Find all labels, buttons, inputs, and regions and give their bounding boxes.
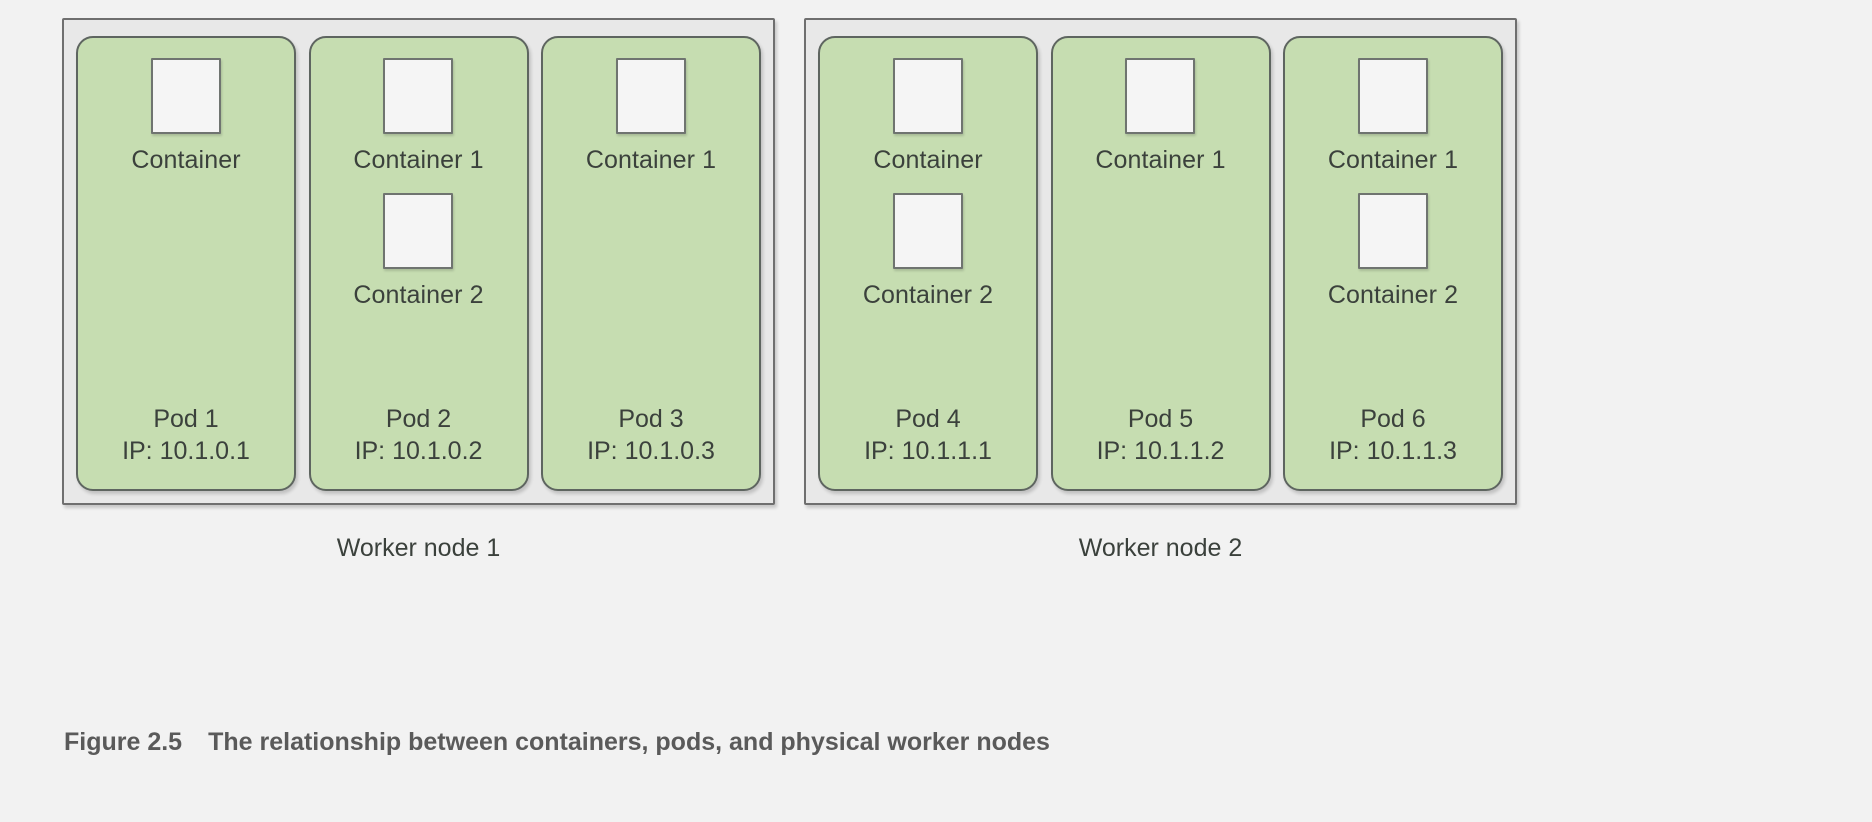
container-slot-2: Container 2 <box>1328 193 1458 310</box>
container-slot-1: Container <box>131 58 241 175</box>
container-icon <box>892 193 963 269</box>
container-slot-1: Container 1 <box>353 58 484 175</box>
pod-name: Pod 6 <box>1360 405 1426 433</box>
container-label: Container 1 <box>353 146 484 174</box>
worker-node-captions: Worker node 1 Worker node 2 <box>62 525 1517 571</box>
container-slot-1: Container 1 <box>586 58 716 175</box>
container-label: Container 2 <box>1327 281 1459 309</box>
figure-caption-text: The relationship between containers, pod… <box>208 728 1050 756</box>
container-slot-1: Container 1 <box>1328 58 1458 175</box>
pod-ip: IP: 10.1.0.3 <box>587 437 715 465</box>
figure-number: Figure 2.5 <box>64 728 183 756</box>
pod-ip: IP: 10.1.1.1 <box>864 437 992 465</box>
container-label: Container 2 <box>862 281 994 309</box>
container-icon <box>383 193 454 269</box>
pod-name: Pod 1 <box>153 405 219 433</box>
worker-node-1: Container Pod 1 IP: 10.1.0.1 Container 1… <box>62 18 775 505</box>
container-icon <box>151 58 221 134</box>
pod-5: Container 1 Pod 5 IP: 10.1.1.2 <box>1050 36 1271 491</box>
pod-footer: Pod 1 IP: 10.1.0.1 <box>78 403 294 467</box>
pod-4: Container Container 2 Pod 4 IP: 10.1.1.1 <box>818 36 1038 491</box>
pod-ip: IP: 10.1.0.2 <box>354 437 483 465</box>
container-icon <box>1357 58 1428 134</box>
container-label: Container 1 <box>1327 146 1459 174</box>
container-icon <box>615 58 686 134</box>
pod-name: Pod 5 <box>1127 405 1194 433</box>
container-slot-1: Container <box>873 58 983 175</box>
container-label: Container 1 <box>1095 146 1226 174</box>
pod-ip: IP: 10.1.0.1 <box>122 437 250 465</box>
pod-name: Pod 3 <box>618 405 684 433</box>
pod-footer: Pod 4 IP: 10.1.1.1 <box>820 403 1036 467</box>
worker-nodes-row: Container Pod 1 IP: 10.1.0.1 Container 1… <box>62 18 1517 505</box>
container-label: Container 2 <box>353 281 484 309</box>
pod-footer: Pod 6 IP: 10.1.1.3 <box>1285 403 1501 467</box>
worker-node-2: Container Container 2 Pod 4 IP: 10.1.1.1… <box>804 18 1517 505</box>
container-slot-2: Container 2 <box>353 193 484 310</box>
pod-footer: Pod 5 IP: 10.1.1.2 <box>1053 403 1269 467</box>
worker-node-1-caption: Worker node 1 <box>336 534 501 562</box>
pod-6: Container 1 Container 2 Pod 6 IP: 10.1.1… <box>1283 36 1503 491</box>
worker-node-2-caption: Worker node 2 <box>1078 534 1243 562</box>
pod-ip: IP: 10.1.1.3 <box>1329 437 1457 465</box>
figure-caption: Figure 2.5 The relationship between conta… <box>64 726 1050 758</box>
container-slot-1: Container 1 <box>1095 58 1226 175</box>
pod-footer: Pod 3 IP: 10.1.0.3 <box>543 403 759 467</box>
container-label: Container <box>131 146 241 174</box>
pod-1: Container Pod 1 IP: 10.1.0.1 <box>76 36 296 491</box>
pod-2: Container 1 Container 2 Pod 2 IP: 10.1.0… <box>308 36 529 491</box>
container-slot-2: Container 2 <box>863 193 993 310</box>
pod-name: Pod 4 <box>895 405 961 433</box>
container-icon <box>1125 58 1196 134</box>
container-icon <box>893 58 963 134</box>
pod-footer: Pod 2 IP: 10.1.0.2 <box>311 403 527 467</box>
container-label: Container 1 <box>585 146 717 174</box>
pod-name: Pod 2 <box>385 405 452 433</box>
pod-ip: IP: 10.1.1.2 <box>1096 437 1225 465</box>
pod-3: Container 1 Pod 3 IP: 10.1.0.3 <box>541 36 761 491</box>
container-label: Container <box>873 146 983 174</box>
container-icon <box>1357 193 1428 269</box>
container-icon <box>383 58 454 134</box>
